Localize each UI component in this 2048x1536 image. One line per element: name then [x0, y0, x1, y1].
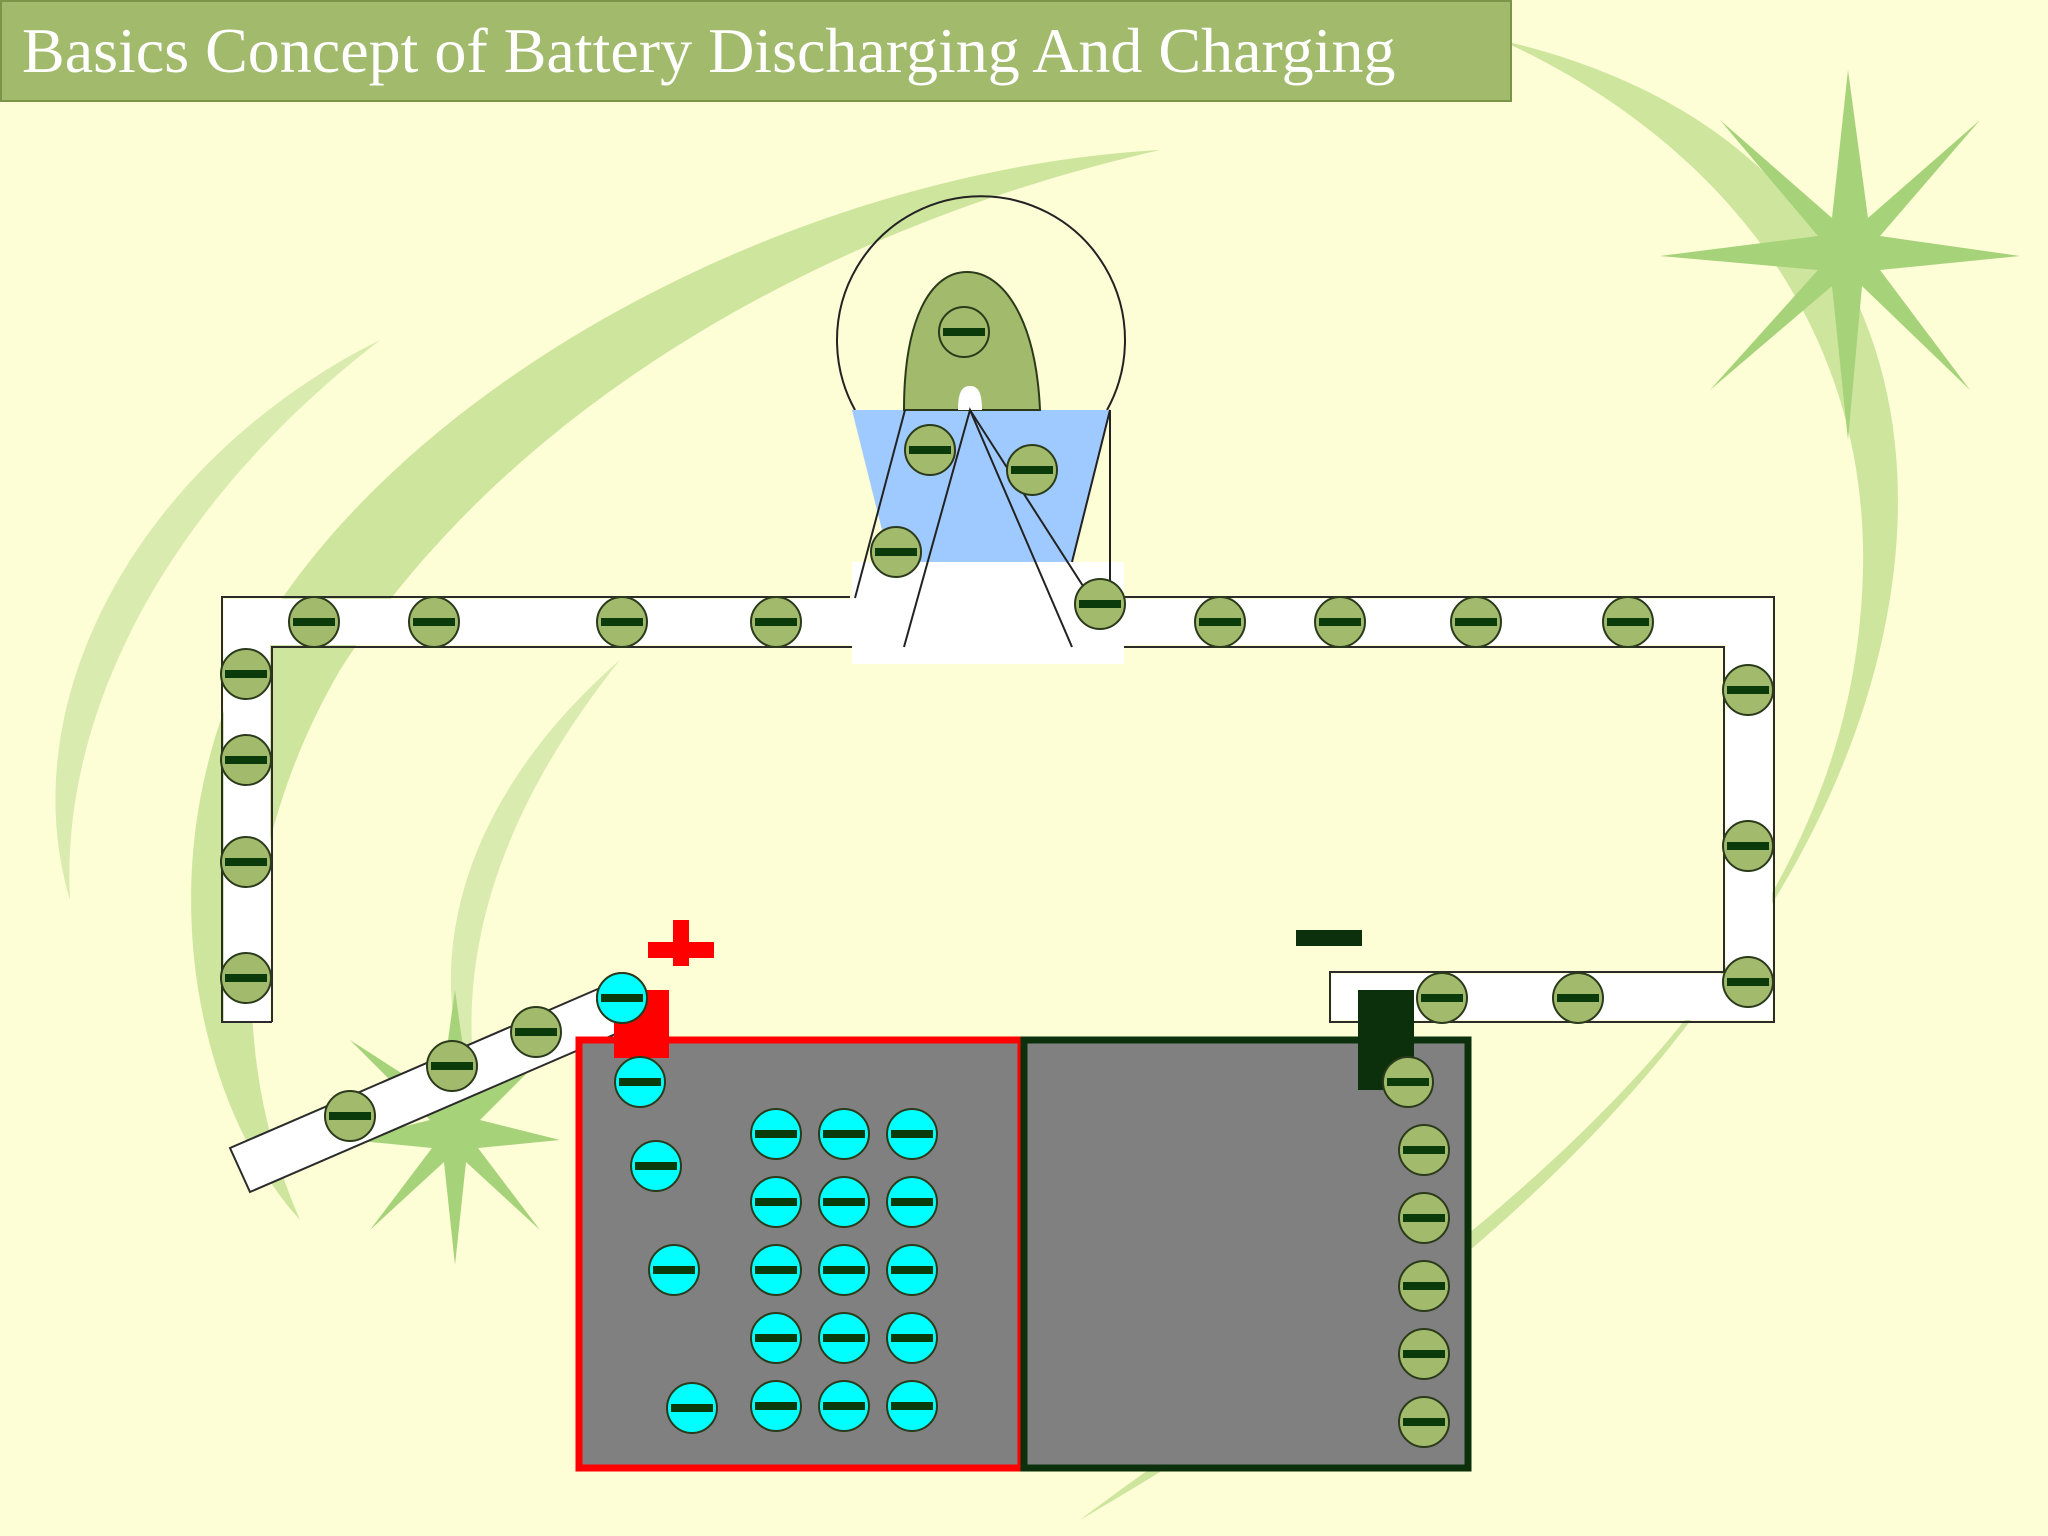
electron-in-battery	[818, 1380, 870, 1432]
electron	[870, 526, 922, 578]
wire-left-inner	[271, 646, 902, 1022]
wire-left-top	[221, 596, 850, 1023]
electron-in-battery	[886, 1176, 938, 1228]
electron-in-battery	[750, 1380, 802, 1432]
bulb-glass	[836, 195, 1126, 411]
electron-in-battery	[750, 1244, 802, 1296]
electron	[324, 1090, 376, 1142]
electron	[510, 1006, 562, 1058]
electron-in-battery	[1382, 1056, 1434, 1108]
decor-swoosh	[1080, 40, 1898, 1520]
electron	[426, 1040, 478, 1092]
electron-in-battery	[750, 1176, 802, 1228]
electron	[750, 596, 802, 648]
electron-in-battery	[818, 1244, 870, 1296]
electron	[1314, 596, 1366, 648]
bulb-lead-left	[854, 409, 906, 599]
electron	[1074, 578, 1126, 630]
electron-in-battery	[596, 972, 648, 1024]
electron-in-battery	[886, 1312, 938, 1364]
electron	[1602, 596, 1654, 648]
electron-in-battery	[750, 1312, 802, 1364]
electron-in-battery	[648, 1244, 700, 1296]
electron-in-battery	[886, 1244, 938, 1296]
battery-negative-cell	[1020, 1036, 1472, 1472]
electron-in-battery	[1398, 1328, 1450, 1380]
background-decoration	[55, 40, 2020, 1520]
electron-in-battery	[630, 1140, 682, 1192]
electron	[904, 424, 956, 476]
circuit-wire	[221, 596, 1775, 1194]
electron-in-battery	[1398, 1124, 1450, 1176]
title-bar: Basics Concept of Battery Discharging An…	[0, 0, 1512, 102]
decor-star	[350, 990, 560, 1265]
electron	[1722, 820, 1774, 872]
wire-right-outline	[1072, 596, 1775, 1023]
electron	[220, 952, 272, 1004]
electron	[1006, 444, 1058, 496]
bulb-lead-right	[1071, 409, 1111, 598]
decor-swoosh	[55, 340, 380, 900]
electron	[220, 734, 272, 786]
electron-in-battery	[818, 1176, 870, 1228]
positive-sign	[648, 920, 714, 966]
electron	[1416, 972, 1468, 1024]
electrons	[220, 306, 1774, 1448]
electron-in-battery	[1398, 1396, 1450, 1448]
electron	[408, 596, 460, 648]
electron	[220, 648, 272, 700]
electron-in-battery	[1398, 1192, 1450, 1244]
electron-in-battery	[750, 1108, 802, 1160]
electron-in-battery	[1398, 1260, 1450, 1312]
electron-in-battery	[886, 1380, 938, 1432]
electron	[1194, 596, 1246, 648]
slide-title: Basics Concept of Battery Discharging An…	[22, 15, 1396, 86]
electron-in-battery	[666, 1382, 718, 1434]
electron	[1450, 596, 1502, 648]
electron	[1722, 664, 1774, 716]
negative-sign	[1296, 930, 1362, 946]
electron-in-battery	[818, 1108, 870, 1160]
wire-right-top-fill	[1074, 599, 1772, 645]
electron	[220, 836, 272, 888]
electron	[1552, 972, 1604, 1024]
decor-star	[1660, 70, 2020, 440]
electron	[938, 306, 990, 358]
electron	[596, 596, 648, 648]
electron	[288, 596, 340, 648]
electron	[1722, 956, 1774, 1008]
electron-in-battery	[614, 1056, 666, 1108]
electron-in-battery	[886, 1108, 938, 1160]
electron-in-battery	[818, 1312, 870, 1364]
bulb-filament-gap	[958, 386, 982, 410]
